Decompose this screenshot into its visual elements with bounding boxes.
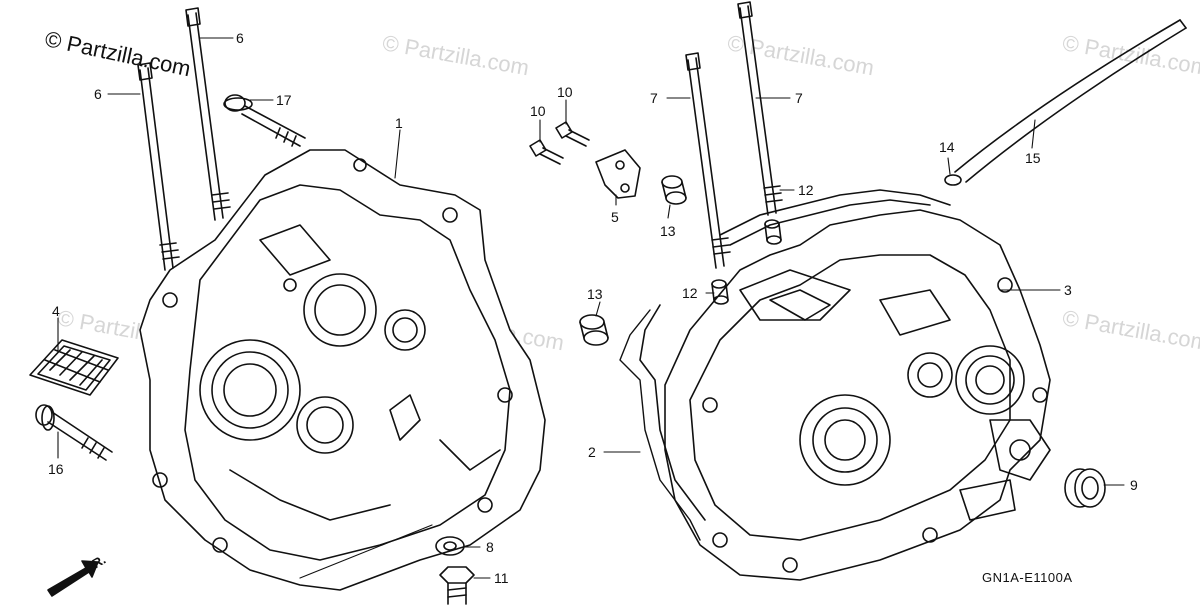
- callout-10a[interactable]: 10: [530, 103, 546, 119]
- crankcase-gasket[interactable]: [619, 189, 951, 541]
- bolt-10a[interactable]: [529, 139, 564, 165]
- breather-tube-15[interactable]: [954, 19, 1187, 183]
- bolt-10b[interactable]: [555, 121, 590, 147]
- oil-filter-screen-4[interactable]: [29, 339, 119, 396]
- callout-12a[interactable]: 12: [798, 182, 814, 198]
- callout-3[interactable]: 3: [1064, 282, 1072, 298]
- stud-bolt-6b[interactable]: [185, 7, 231, 221]
- dowel-pin-13b[interactable]: [579, 314, 609, 346]
- callout-8[interactable]: 8: [486, 539, 494, 555]
- callout-9[interactable]: 9: [1130, 477, 1138, 493]
- callout-labels: 6 6 17 1 4 16 8 11 10 10 5 13 13 7 7 12 …: [48, 30, 1138, 586]
- drain-bolt-11[interactable]: [439, 566, 475, 605]
- callout-4[interactable]: 4: [52, 303, 60, 319]
- bracket-5[interactable]: [595, 149, 641, 199]
- front-direction-arrow: [47, 560, 99, 597]
- oil-seal-9[interactable]: [1064, 468, 1106, 508]
- callout-2[interactable]: 2: [588, 444, 596, 460]
- dowel-pin-13a[interactable]: [661, 175, 687, 205]
- callout-1[interactable]: 1: [395, 115, 403, 131]
- callout-15[interactable]: 15: [1025, 150, 1041, 166]
- stud-bolt-7a[interactable]: [685, 52, 731, 269]
- right-crankcase[interactable]: [664, 209, 1051, 581]
- left-crankcase[interactable]: [139, 149, 546, 591]
- sealing-washer-8[interactable]: [435, 536, 465, 556]
- callout-11[interactable]: 11: [494, 570, 509, 586]
- flange-bolt-17[interactable]: [223, 94, 306, 147]
- leader-lines: [57, 37, 1125, 579]
- callout-5[interactable]: 5: [611, 209, 619, 225]
- callout-7a[interactable]: 7: [650, 90, 658, 106]
- callout-12b[interactable]: 12: [682, 285, 698, 301]
- dowel-pin-12a[interactable]: [764, 219, 782, 245]
- tube-clip-14[interactable]: [944, 174, 962, 186]
- callout-13a[interactable]: 13: [660, 223, 676, 239]
- callout-6b[interactable]: 6: [94, 86, 102, 102]
- callout-7b[interactable]: 7: [795, 90, 803, 106]
- stud-bolt-6a[interactable]: [137, 62, 180, 271]
- flange-bolt-16[interactable]: [35, 404, 113, 461]
- diagram-code: GN1A-E1100A: [982, 570, 1073, 585]
- callout-17[interactable]: 17: [276, 92, 292, 108]
- callout-6a[interactable]: 6: [236, 30, 244, 46]
- stud-bolt-7b[interactable]: [737, 1, 783, 216]
- callout-13b[interactable]: 13: [587, 286, 603, 302]
- callout-16[interactable]: 16: [48, 461, 64, 477]
- callout-14[interactable]: 14: [939, 139, 955, 155]
- callout-10b[interactable]: 10: [557, 84, 573, 100]
- dowel-pin-12b[interactable]: [711, 279, 729, 305]
